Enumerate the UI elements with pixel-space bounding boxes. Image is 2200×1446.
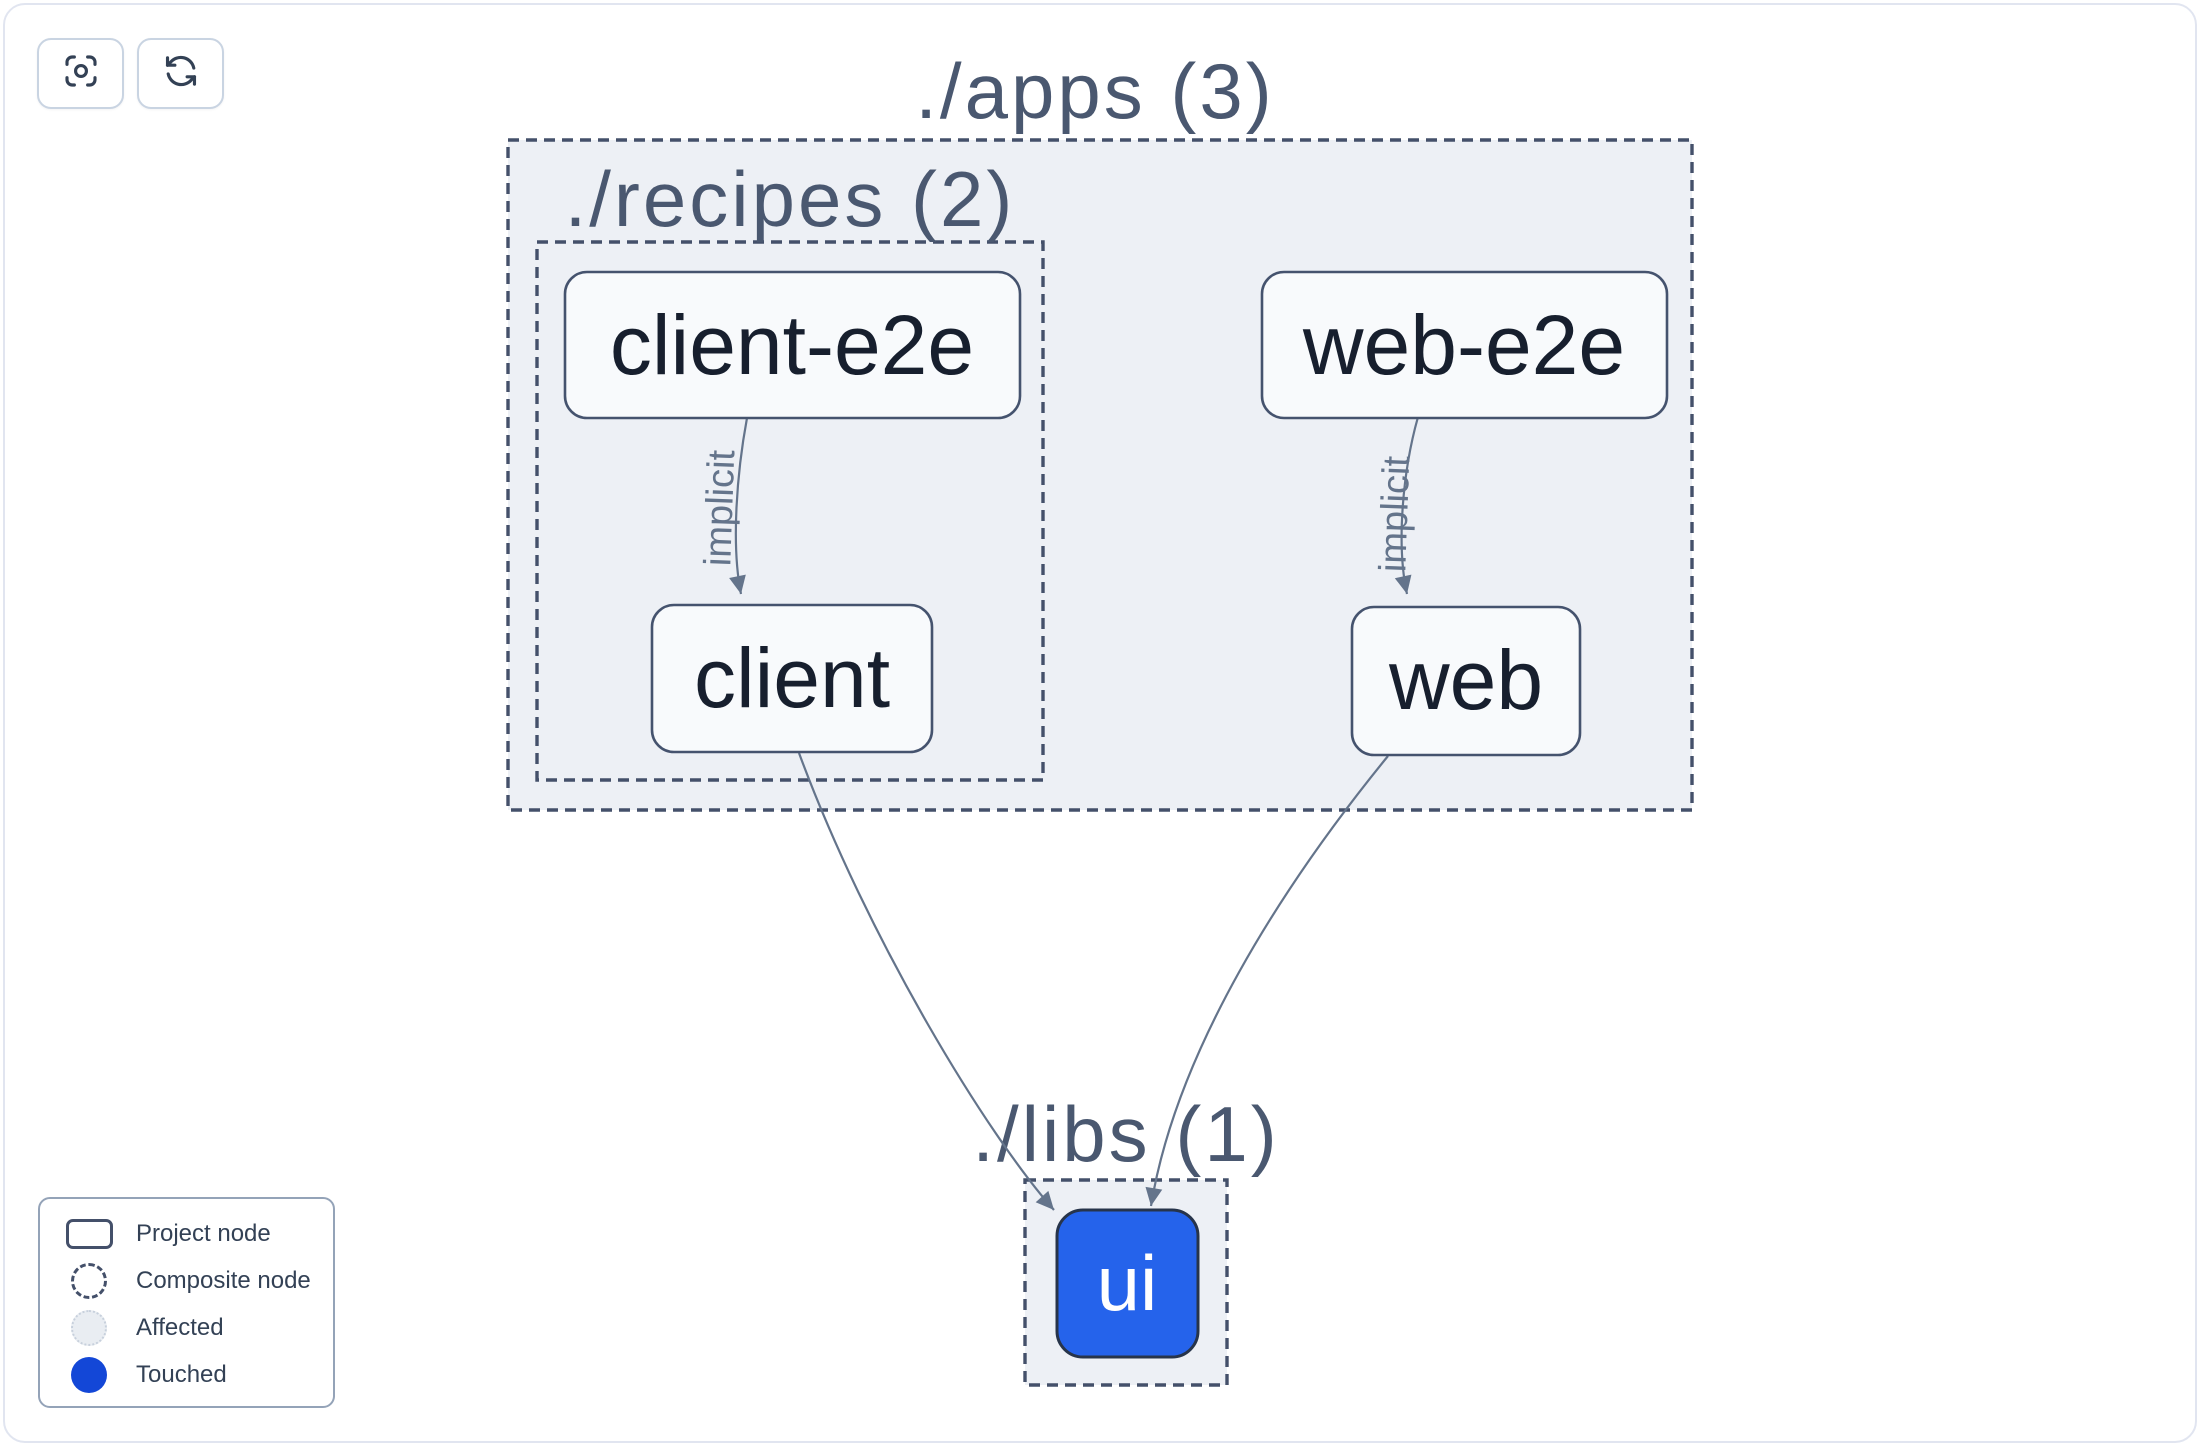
node-client[interactable]: client	[650, 603, 934, 754]
node-web[interactable]: web	[1350, 605, 1582, 757]
affected-swatch-icon	[71, 1309, 107, 1346]
edge-web-to-ui[interactable]	[1145, 755, 1389, 1207]
legend-label: Project node	[136, 1219, 271, 1247]
legend-panel: Project node Composite node Affected Tou…	[38, 1197, 335, 1408]
composite-libs-label[interactable]: ./libs (1)	[972, 1090, 1279, 1178]
node-web-box[interactable]	[1350, 605, 1582, 757]
legend-label: Composite node	[136, 1266, 311, 1294]
node-client-e2e[interactable]: client-e2e	[563, 270, 1022, 420]
touched-swatch-icon	[71, 1356, 107, 1393]
node-web-label[interactable]: web	[1388, 633, 1543, 727]
legend-label: Touched	[136, 1360, 227, 1388]
edge-client-to-ui[interactable]	[797, 752, 1055, 1211]
focus-crosshair-icon	[60, 50, 102, 97]
legend-item-touched: Touched	[40, 1351, 333, 1398]
node-client-e2e-label[interactable]: client-e2e	[610, 298, 974, 392]
project-node-swatch-icon	[65, 1218, 113, 1249]
edge-label-web-e2e-web: implicit	[1372, 455, 1418, 573]
refresh-layout-button[interactable]	[137, 38, 224, 109]
node-client-e2e-box[interactable]	[563, 270, 1022, 420]
edge-client-e2e-to-client[interactable]	[729, 417, 749, 595]
node-ui[interactable]: ui	[1055, 1208, 1200, 1359]
zoom-to-fit-button[interactable]	[37, 38, 124, 109]
legend-item-affected: Affected	[40, 1304, 333, 1351]
node-ui-label[interactable]: ui	[1097, 1239, 1158, 1327]
composite-recipes-label[interactable]: ./recipes (2)	[565, 155, 1016, 243]
node-ui-box[interactable]	[1055, 1208, 1200, 1359]
edge-web-e2e-to-web[interactable]	[1394, 416, 1420, 595]
node-web-e2e-box[interactable]	[1260, 270, 1669, 420]
refresh-icon	[160, 50, 202, 97]
node-web-e2e[interactable]: web-e2e	[1260, 270, 1669, 420]
legend-item-project-node: Project node	[40, 1210, 333, 1257]
composite-apps-label[interactable]: ./apps (3)	[915, 47, 1274, 135]
legend-label: Affected	[136, 1313, 224, 1341]
node-client-label[interactable]: client	[694, 631, 890, 725]
node-client-box[interactable]	[650, 603, 934, 754]
composite-node-swatch-icon	[71, 1262, 107, 1299]
legend-item-composite-node: Composite node	[40, 1257, 333, 1304]
node-web-e2e-label[interactable]: web-e2e	[1302, 298, 1625, 392]
